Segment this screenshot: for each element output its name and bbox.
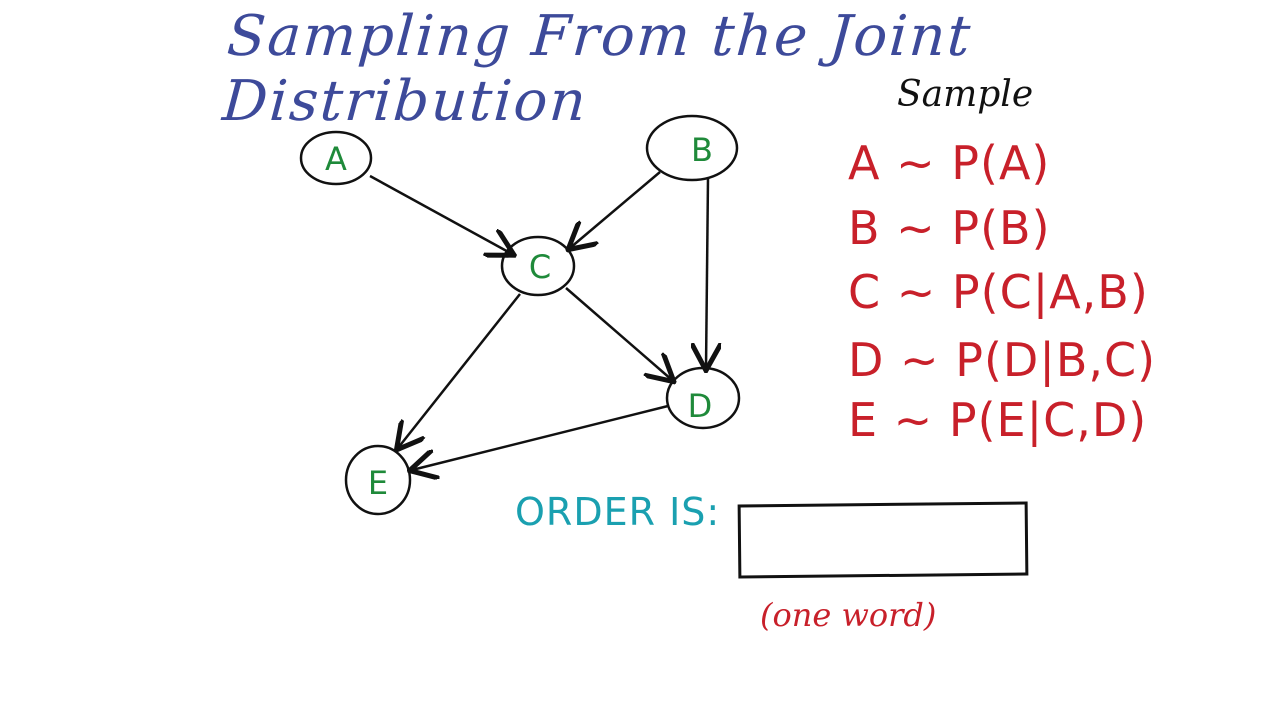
sampling-rule-b: B ~ P(B) bbox=[848, 201, 1051, 255]
edge-c-e bbox=[398, 293, 521, 448]
sampling-rule-c: C ~ P(C|A,B) bbox=[848, 265, 1149, 319]
edge-b-c bbox=[570, 171, 661, 248]
edge-b-d bbox=[706, 177, 708, 368]
node-b-label: B bbox=[691, 131, 713, 169]
node-a-label: A bbox=[325, 140, 347, 178]
edge-c-d bbox=[565, 287, 672, 380]
sampling-rule-e: E ~ P(E|C,D) bbox=[848, 393, 1148, 447]
sample-heading: Sample bbox=[897, 74, 1034, 115]
node-b: B bbox=[645, 114, 739, 182]
sampling-rule-a: A ~ P(A) bbox=[848, 136, 1051, 190]
edge-d-e bbox=[412, 404, 669, 470]
order-label: ORDER IS: bbox=[515, 490, 721, 534]
node-d-label: D bbox=[688, 387, 713, 425]
node-d: D bbox=[665, 366, 741, 430]
edge-a-c bbox=[369, 174, 512, 254]
node-c-label: C bbox=[529, 248, 551, 286]
node-e-label: E bbox=[368, 464, 388, 502]
answer-hint: (one word) bbox=[760, 596, 937, 634]
sampling-rule-d: D ~ P(D|B,C) bbox=[848, 333, 1157, 387]
node-e: E bbox=[344, 444, 412, 516]
answer-box[interactable] bbox=[737, 501, 1029, 579]
node-c: C bbox=[500, 235, 576, 297]
node-a: A bbox=[299, 130, 373, 186]
